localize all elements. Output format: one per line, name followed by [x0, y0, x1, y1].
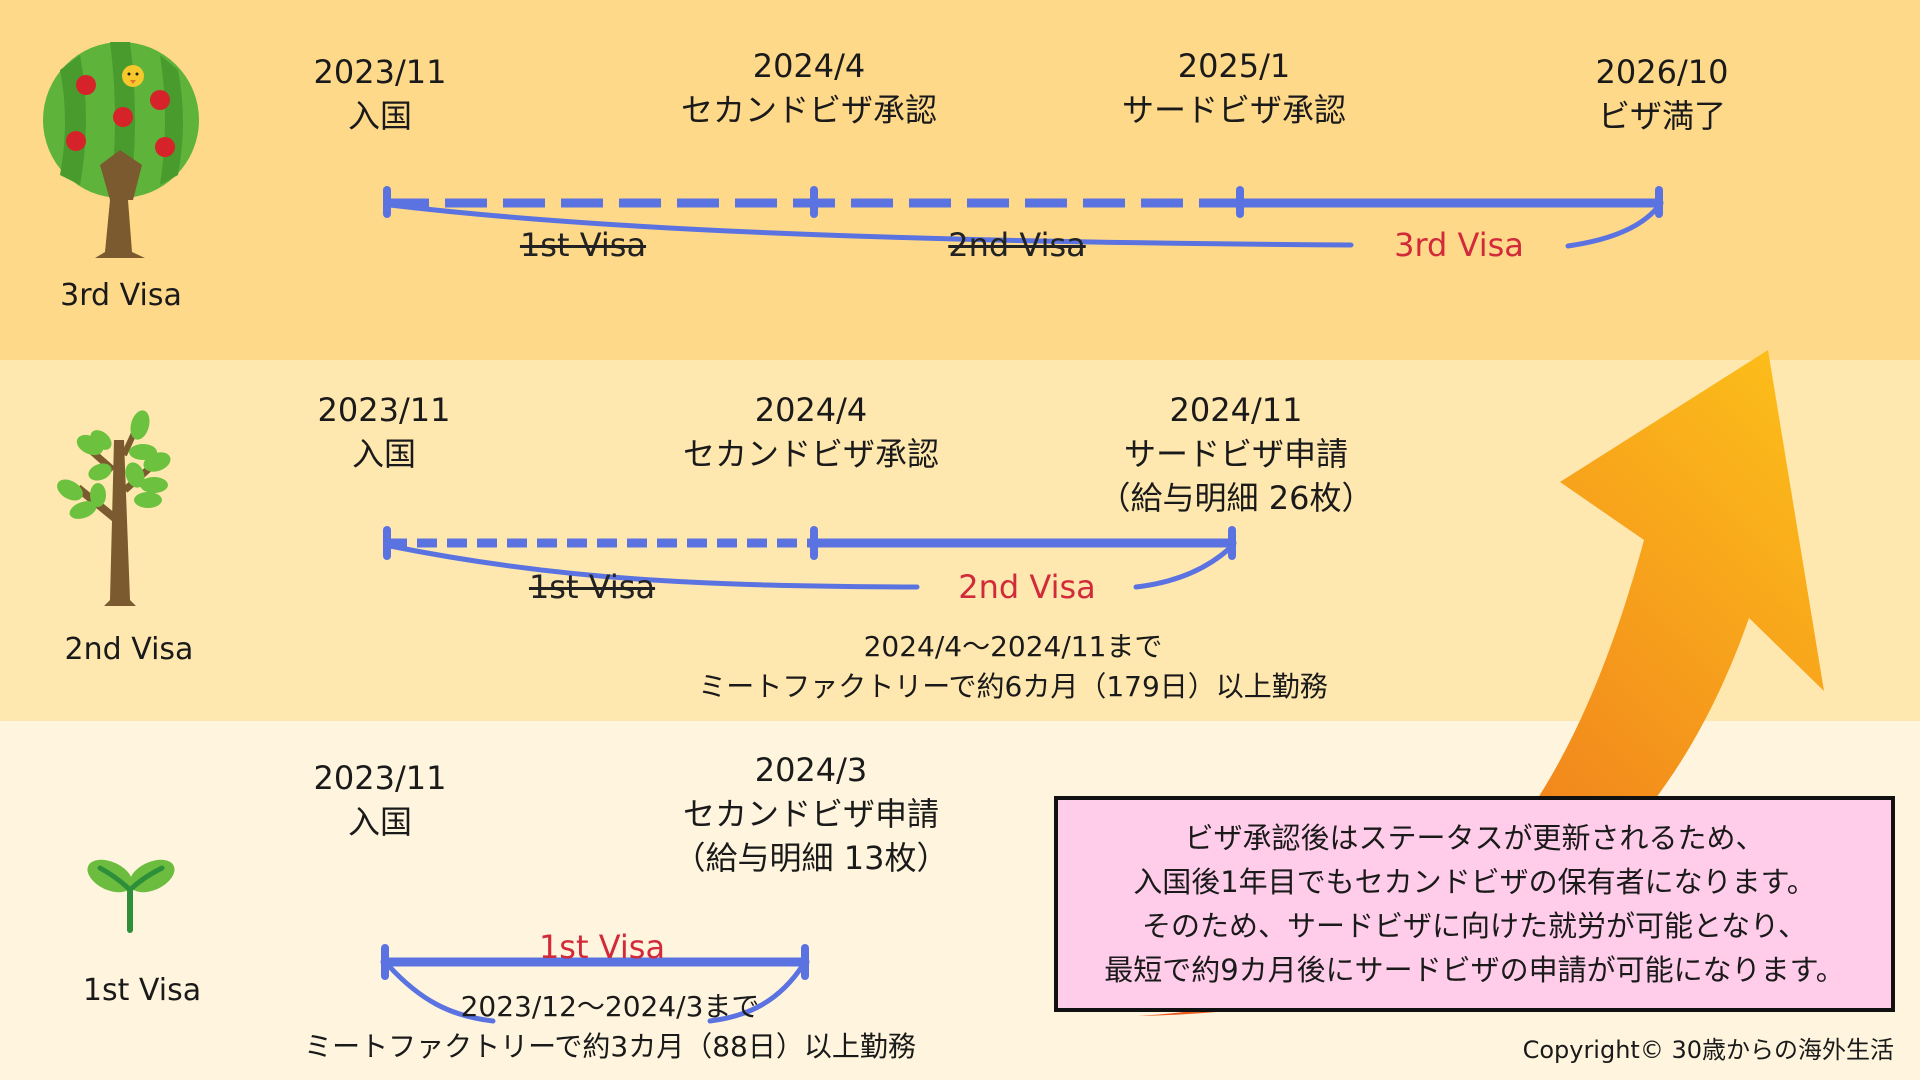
milestone-date: 2024/4	[752, 47, 866, 85]
note-line: 最短で約9カ月後にサードビザの申請が可能になります。	[1104, 953, 1845, 987]
milestone-entry: 2023/11 入国	[314, 756, 447, 844]
milestone-date: 2023/11	[313, 759, 447, 797]
work-requirement-first: 2023/12～2024/3まで ミートファクトリーで約3カ月（88日）以上勤務	[304, 987, 916, 1067]
note-line: そのため、サードビザに向けた就労が可能となり、	[1142, 909, 1807, 943]
milestone-text: セカンドビザ承認	[682, 435, 940, 473]
segment-label-1st-struck: 1st Visa	[528, 568, 656, 606]
young-tree-icon	[57, 410, 171, 606]
milestone-second-visa-approved: 2024/4 セカンドビザ承認	[683, 388, 939, 476]
segment-label-1st: 1st Visa	[538, 928, 666, 966]
milestone-third-visa-approved: 2025/1 サードビザ承認	[1122, 44, 1346, 132]
sprout-icon	[87, 859, 175, 933]
work-detail: ミートファクトリーで約6カ月（179日）以上勤務	[698, 670, 1328, 703]
info-note-box: ビザ承認後はステータスが更新されるため、 入国後1年目でもセカンドビザの保有者に…	[1054, 796, 1895, 1012]
tree-label-second: 2nd Visa	[64, 632, 194, 667]
milestone-note: （給与明細 13枚）	[673, 839, 949, 877]
milestone-visa-expiry: 2026/10 ビザ満了	[1596, 50, 1729, 138]
segment-label-1st-struck: 1st Visa	[519, 226, 647, 264]
work-requirement-second: 2024/4～2024/11まで ミートファクトリーで約6カ月（179日）以上勤…	[698, 627, 1328, 707]
timeline-first-visa	[380, 944, 810, 1024]
segment-label-2nd-struck: 2nd Visa	[948, 226, 1086, 264]
work-period: 2024/4～2024/11まで	[863, 630, 1163, 663]
milestone-text: セカンドビザ申請	[682, 795, 939, 833]
milestone-second-visa-application: 2024/3 セカンドビザ申請 （給与明細 13枚）	[674, 748, 949, 880]
tree-label-first: 1st Visa	[82, 973, 202, 1008]
timeline-second-visa	[383, 526, 1237, 590]
milestone-text: 入国	[347, 803, 412, 841]
milestone-note: （給与明細 26枚）	[1098, 479, 1374, 517]
copyright-text: Copyright© 30歳からの海外生活	[1522, 1036, 1894, 1064]
upward-growth-arrow-icon	[1137, 350, 1824, 1016]
milestone-text: サードビザ承認	[1121, 91, 1347, 129]
note-line: 入国後1年目でもセカンドビザの保有者になります。	[1133, 865, 1816, 899]
segment-label-2nd: 2nd Visa	[958, 568, 1096, 606]
apple-tree-with-chick-icon	[43, 42, 199, 258]
milestone-date: 2023/11	[317, 391, 451, 429]
work-detail: ミートファクトリーで約3カ月（88日）以上勤務	[304, 1030, 916, 1063]
milestone-date: 2025/1	[1177, 47, 1291, 85]
milestone-text: ビザ満了	[1597, 97, 1726, 135]
milestone-text: 入国	[351, 435, 416, 473]
milestone-text: セカンドビザ承認	[680, 91, 938, 129]
milestone-date: 2023/11	[313, 53, 447, 91]
milestone-date: 2026/10	[1595, 53, 1729, 91]
milestone-text: 入国	[347, 97, 412, 135]
milestone-entry: 2023/11 入国	[314, 50, 447, 138]
milestone-date: 2024/4	[754, 391, 868, 429]
timeline-third-visa	[383, 186, 1664, 249]
milestone-second-visa-approved: 2024/4 セカンドビザ承認	[681, 44, 937, 132]
tree-label-third: 3rd Visa	[60, 278, 182, 313]
segment-label-3rd: 3rd Visa	[1394, 226, 1524, 264]
band-third-visa	[0, 0, 1920, 360]
milestone-third-visa-application: 2024/11 サードビザ申請 （給与明細 26枚）	[1099, 388, 1374, 520]
work-period: 2023/12～2024/3まで	[460, 990, 760, 1023]
milestone-date: 2024/3	[754, 751, 868, 789]
note-line: ビザ承認後はステータスが更新されるため、	[1184, 821, 1765, 855]
milestone-date: 2024/11	[1169, 391, 1303, 429]
milestone-entry: 2023/11 入国	[318, 388, 451, 476]
milestone-text: サードビザ申請	[1123, 435, 1348, 473]
